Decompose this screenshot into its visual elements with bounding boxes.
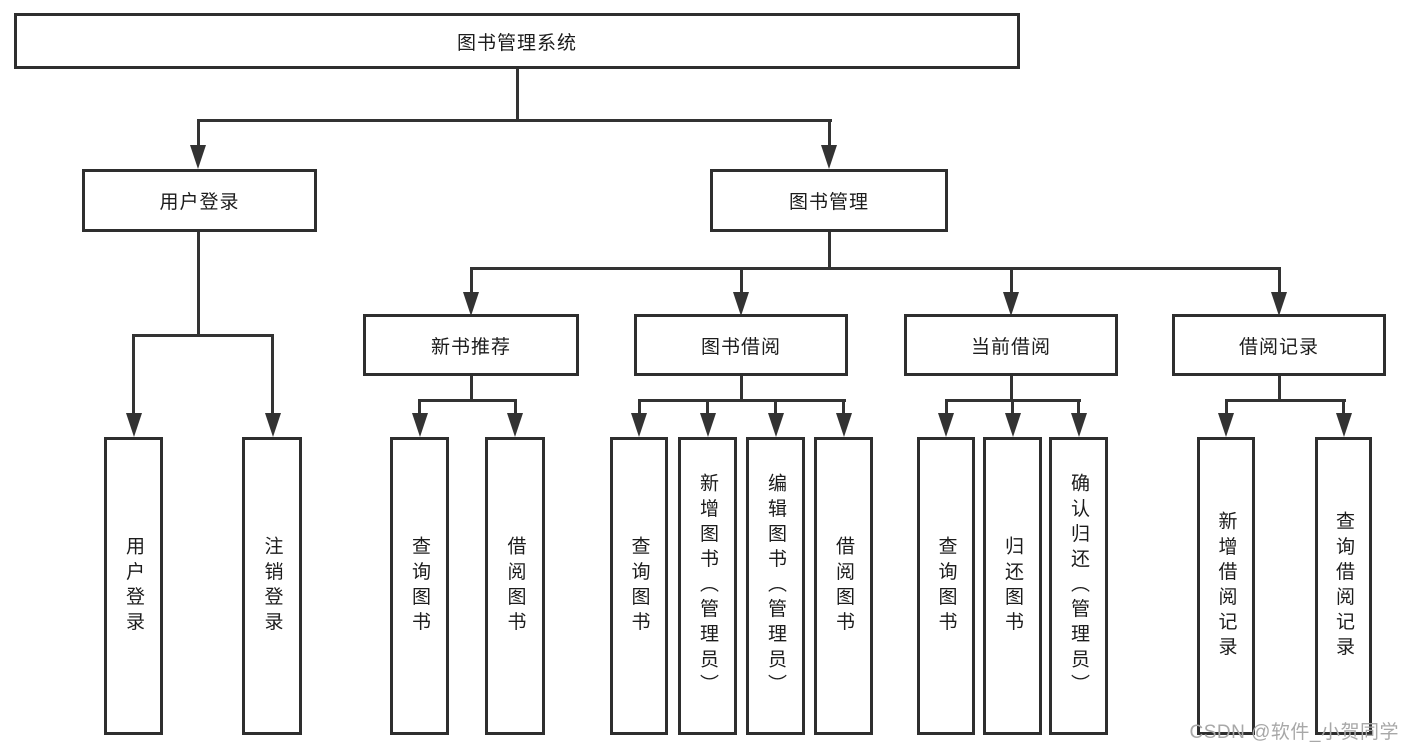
arrowhead-down-icon [1004, 413, 1021, 437]
arrowhead-down-icon [1335, 413, 1352, 437]
connector-line [1277, 269, 1281, 292]
node-book-management-label: 图书管理 [788, 192, 869, 213]
arrowhead-down-icon [1218, 413, 1234, 437]
csdn-watermark: CSDN @软件_小贺同学 [1189, 722, 1399, 743]
connector-line [132, 333, 274, 337]
node-book-borrow-label: 图书借阅 [700, 336, 781, 358]
leaf-borrow-book-1-label: 借阅图书 [504, 535, 526, 637]
leaf-borrow-book-2: 借阅图书 [814, 437, 873, 735]
leaf-query-borrow-record-label: 查询借阅记录 [1333, 510, 1354, 662]
connector-line [739, 376, 743, 400]
connector-line [637, 398, 846, 402]
leaf-logout-label: 注销登录 [261, 535, 283, 637]
leaf-user-login-label: 用户登录 [123, 535, 144, 637]
connector-line [1077, 400, 1080, 414]
connector-line [1224, 398, 1346, 402]
leaf-query-book-1: 查询图书 [390, 437, 449, 735]
leaf-borrow-book-1: 借阅图书 [485, 437, 545, 735]
arrowhead-down-icon [699, 413, 716, 437]
connector-line [637, 400, 641, 414]
node-new-book-recommend-label: 新书推荐 [430, 336, 511, 358]
node-user-login-label: 用户登录 [159, 192, 240, 213]
arrowhead-down-icon [767, 413, 784, 437]
node-book-borrow: 图书借阅 [634, 314, 848, 376]
node-current-borrow-label: 当前借阅 [970, 336, 1051, 358]
node-book-management: 图书管理 [710, 169, 948, 232]
leaf-add-borrow-record-label: 新增借阅记录 [1215, 510, 1237, 662]
connector-line [827, 232, 831, 268]
arrowhead-down-icon [125, 413, 142, 437]
leaf-query-book-2: 查询图书 [610, 437, 668, 735]
leaf-logout: 注销登录 [242, 437, 302, 735]
arrowhead-down-icon [733, 292, 749, 316]
node-user-login: 用户登录 [82, 169, 317, 232]
leaf-return-book: 归还图书 [983, 437, 1042, 735]
connector-line [515, 69, 519, 120]
arrowhead-down-icon [507, 413, 523, 437]
arrowhead-down-icon [1271, 292, 1287, 316]
leaf-add-borrow-record: 新增借阅记录 [1197, 437, 1255, 735]
connector-line [739, 269, 743, 292]
connector-line [196, 119, 832, 122]
node-root-label: 图书管理系统 [456, 32, 577, 54]
connector-line [418, 400, 421, 414]
node-borrow-record: 借阅记录 [1172, 314, 1386, 376]
node-borrow-record-label: 借阅记录 [1238, 336, 1319, 358]
connector-line [1224, 400, 1228, 414]
connector-line [1009, 376, 1013, 400]
arrowhead-down-icon [1070, 413, 1087, 437]
node-new-book-recommend: 新书推荐 [363, 314, 579, 376]
leaf-add-book-admin: 新增图书（管理员） [678, 437, 737, 735]
arrowhead-down-icon [264, 413, 281, 437]
leaf-add-book-admin-label: 新增图书（管理员） [697, 473, 718, 699]
connector-line [1011, 400, 1014, 414]
connector-line [196, 232, 200, 335]
node-root: 图书管理系统 [14, 13, 1020, 69]
leaf-edit-book-admin: 编辑图书（管理员） [746, 437, 805, 735]
leaf-user-login: 用户登录 [104, 437, 163, 735]
leaf-query-book-3-label: 查询图书 [935, 535, 957, 637]
connector-line [417, 398, 517, 402]
connector-line [944, 400, 948, 414]
connector-line [1342, 400, 1345, 414]
leaf-confirm-return-admin: 确认归还（管理员） [1049, 437, 1108, 735]
arrowhead-down-icon [190, 145, 206, 169]
arrowhead-down-icon [835, 413, 852, 437]
arrowhead-down-icon [1003, 292, 1019, 316]
connector-line [132, 336, 135, 413]
connector-line [513, 400, 517, 414]
leaf-borrow-book-2-label: 借阅图书 [833, 535, 854, 637]
leaf-confirm-return-admin-label: 确认归还（管理员） [1068, 473, 1089, 699]
connector-line [774, 400, 777, 414]
connector-line [827, 122, 831, 145]
connector-line [842, 400, 845, 414]
arrowhead-down-icon [411, 413, 428, 437]
connector-line [706, 400, 709, 414]
leaf-edit-book-admin-label: 编辑图书（管理员） [765, 473, 786, 699]
connector-line [469, 266, 1281, 270]
arrowhead-down-icon [463, 292, 479, 316]
connector-line [469, 376, 473, 400]
leaf-query-book-2-label: 查询图书 [628, 535, 650, 637]
arrowhead-down-icon [631, 413, 647, 437]
leaf-query-book-1-label: 查询图书 [409, 535, 430, 637]
leaf-return-book-label: 归还图书 [1002, 535, 1023, 637]
arrowhead-down-icon [938, 413, 954, 437]
leaf-query-book-3: 查询图书 [917, 437, 975, 735]
connector-line [1277, 376, 1281, 400]
arrowhead-down-icon [821, 145, 837, 169]
connector-line [1009, 269, 1013, 292]
leaf-query-borrow-record: 查询借阅记录 [1315, 437, 1372, 735]
connector-line [196, 122, 200, 145]
connector-line [469, 269, 473, 292]
node-current-borrow: 当前借阅 [904, 314, 1118, 376]
connector-line [271, 336, 274, 413]
